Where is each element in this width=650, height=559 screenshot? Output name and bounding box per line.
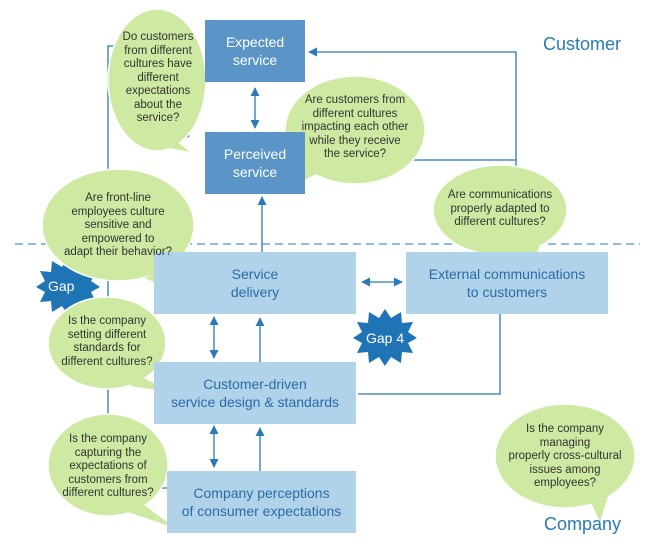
bubble-cross-cultural <box>494 403 636 522</box>
gap-4-starburst <box>353 309 417 366</box>
gap-4-label: Gap 4 <box>366 330 405 346</box>
service-delivery-box: Service delivery <box>154 252 356 314</box>
bubble-cross-cultural-text: Is the company managing properly cross-c… <box>508 423 622 489</box>
perceived-service-box: Perceived service <box>205 132 305 194</box>
service-design-box: Customer-driven service design & standar… <box>154 362 356 424</box>
customer-label: Customer <box>543 34 622 54</box>
company-perceptions-box: Company perceptions of consumer expectat… <box>167 471 356 533</box>
bubble-expectations <box>107 8 207 152</box>
bubble-standards-text: Is the company setting different standar… <box>61 315 153 368</box>
bubble-communications-text: Are communications properly adapted to d… <box>447 189 553 228</box>
expected-service-box: Expected service <box>205 20 305 82</box>
bubble-impact-text: Are customers from different cultures im… <box>301 94 409 160</box>
bubble-expectations-text: Do customers from different cultures hav… <box>122 31 194 124</box>
bubble-employees-text: Are front-line employees culture sensiti… <box>63 192 173 258</box>
bubble-capturing <box>47 413 175 528</box>
bubble-capturing-text: Is the company capturing the expectation… <box>62 433 154 499</box>
company-label: Company <box>544 514 622 534</box>
connector-design-to-external <box>358 314 501 395</box>
gap-3-label: Gap <box>48 278 75 294</box>
external-communications-box: External communications to customers <box>406 252 608 314</box>
